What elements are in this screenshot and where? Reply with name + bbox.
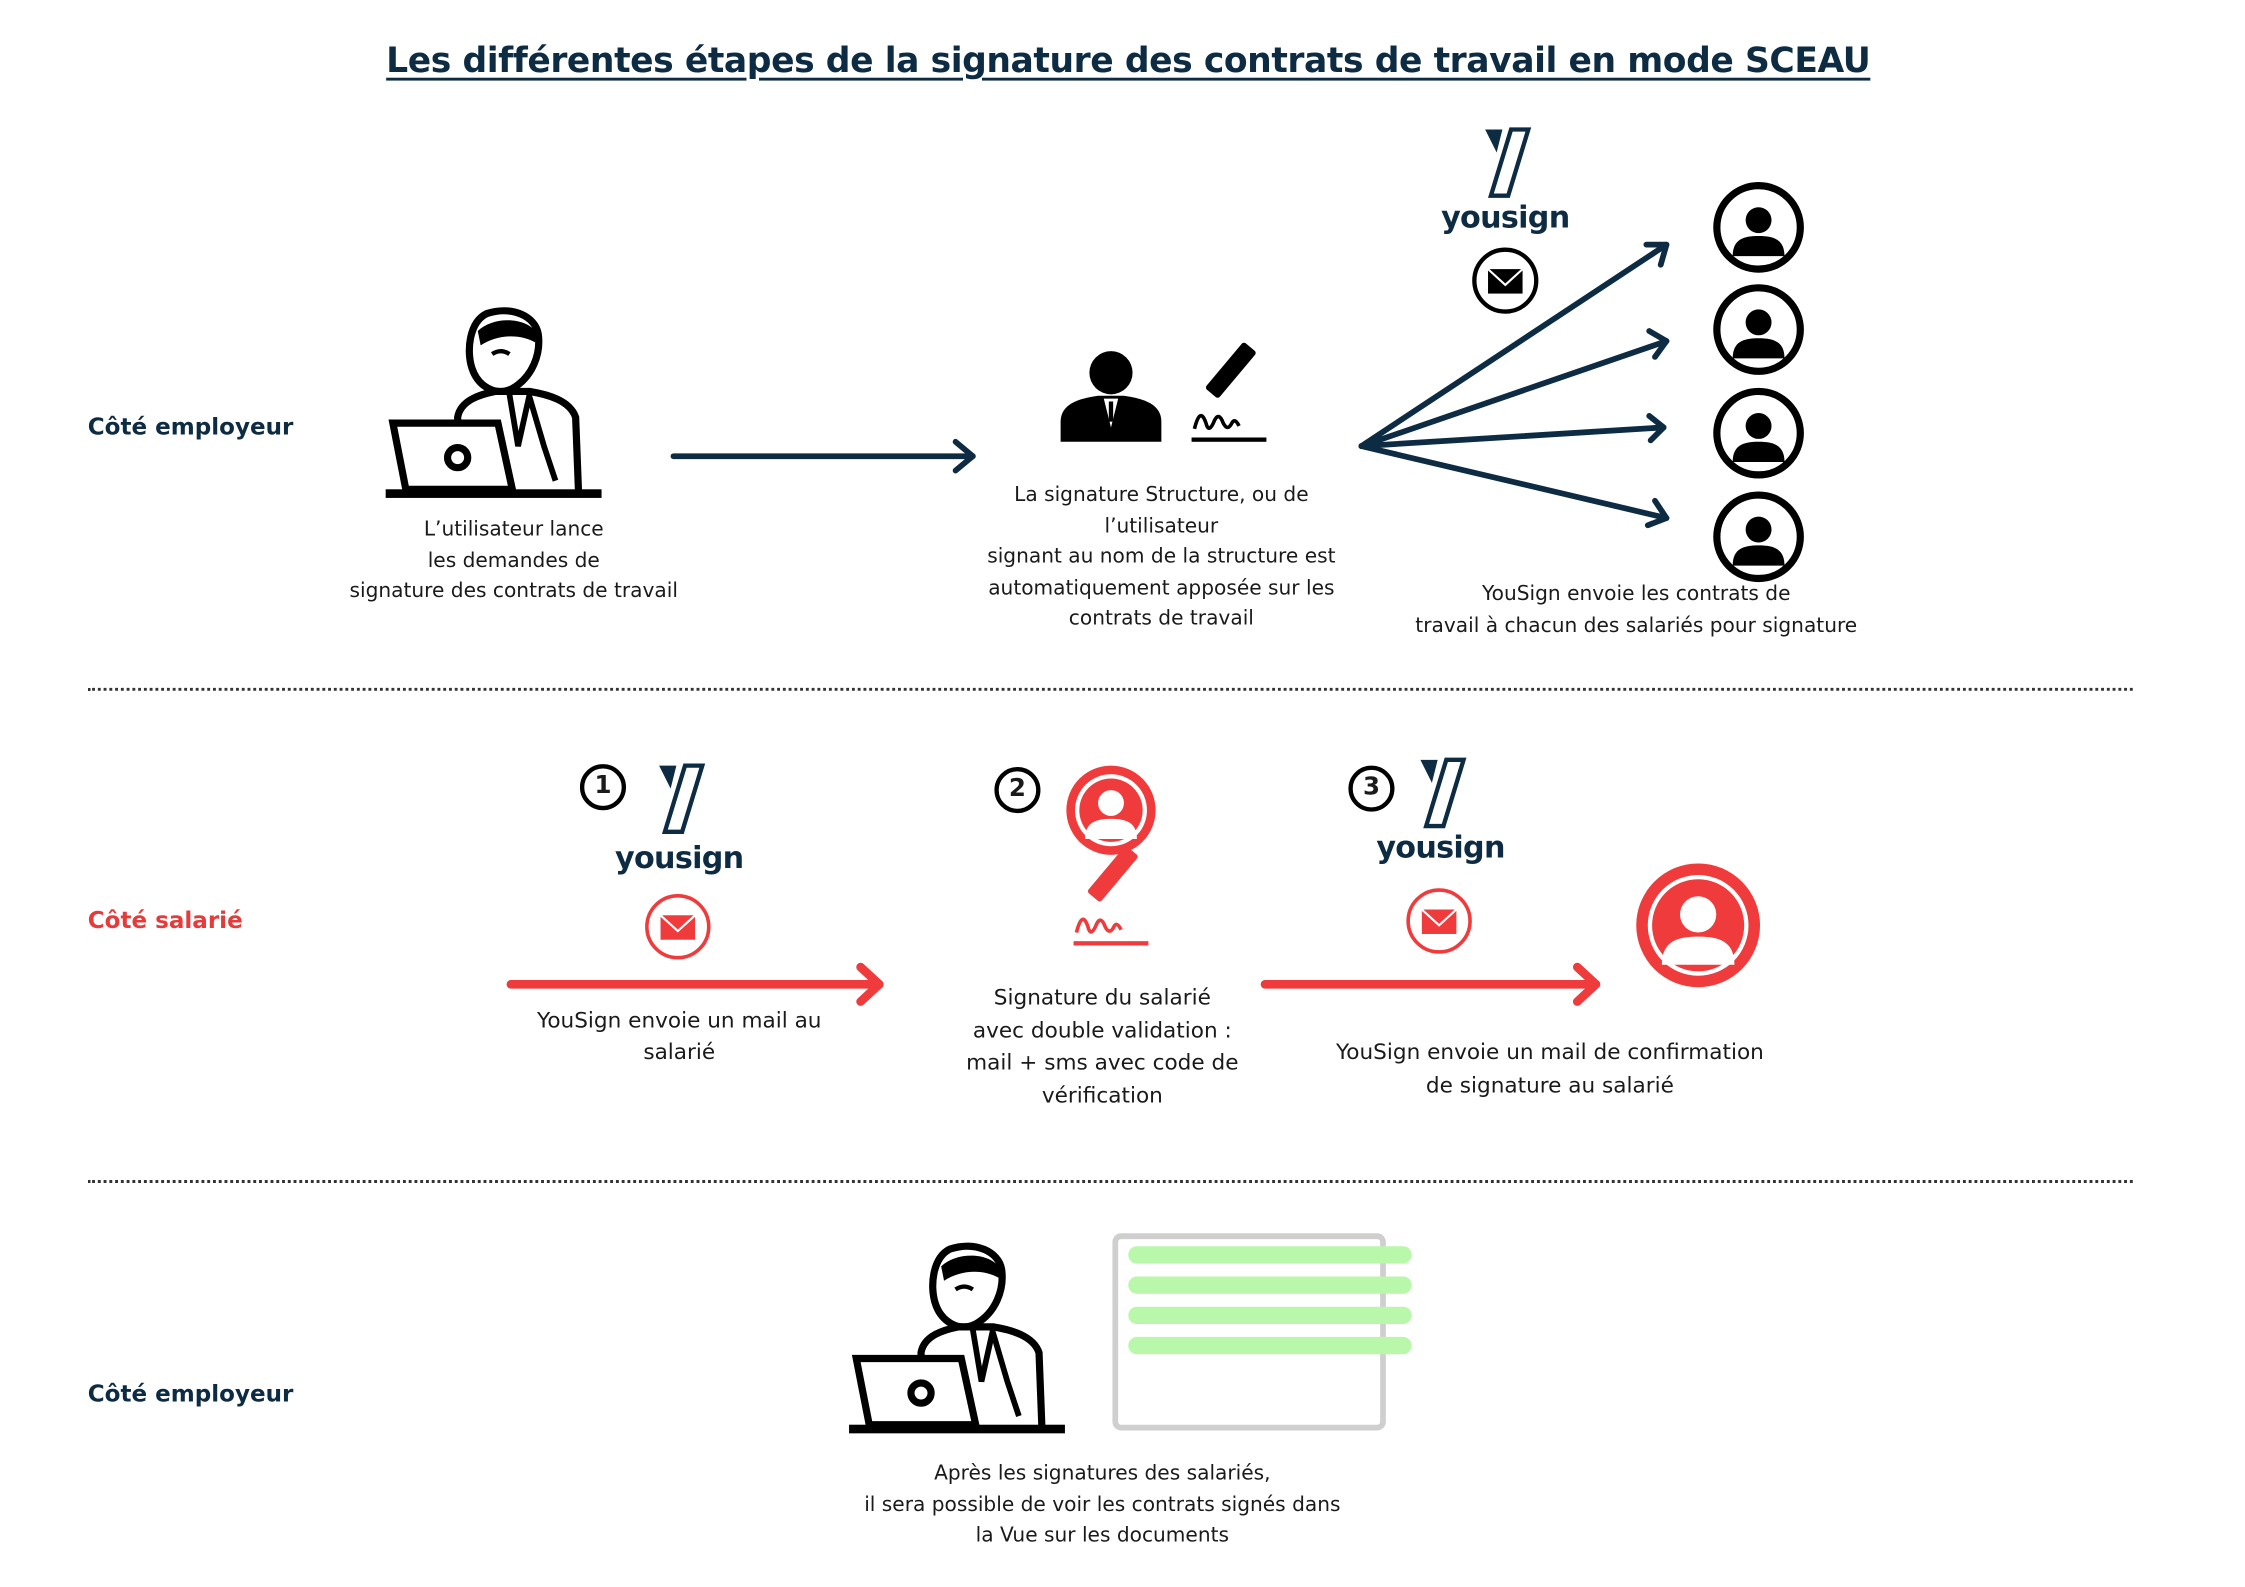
signature-pen-icon: [1189, 339, 1269, 444]
avatar-icon: [1713, 387, 1804, 479]
yousign-wordmark: yousign: [615, 840, 744, 875]
yousign-logo-icon: [659, 766, 705, 832]
yousign-logo-icon: [1420, 760, 1466, 826]
text-line: salarié: [643, 1039, 716, 1065]
step-number-badge: 2: [994, 767, 1041, 814]
step-structure-text: La signature Structure, ou de l’utilisat…: [945, 481, 1377, 636]
step-user-text: L’utilisateur lance les demandes de sign…: [298, 515, 730, 608]
text-line: l’utilisateur: [1104, 514, 1219, 538]
text-line: La signature Structure, ou de: [1014, 483, 1309, 507]
employee-laptop-icon: [849, 1238, 1065, 1435]
arrow-right-icon: [670, 438, 976, 474]
step-number-badge: 3: [1348, 765, 1395, 812]
step-number-badge: 1: [579, 764, 627, 811]
text-line: L’utilisateur lance: [423, 518, 604, 542]
signed-documents-icon: [1112, 1233, 1412, 1431]
text-line: YouSign envoie les contrats de: [1482, 582, 1791, 606]
mail-icon: [1406, 888, 1472, 954]
employee-avatar-red-icon: [1636, 863, 1761, 988]
text-line: les demandes de: [427, 549, 600, 573]
avatar-icon: [1713, 284, 1804, 375]
text-line: contrats de travail: [1068, 607, 1254, 631]
step3-text: YouSign envoie un mail de confirmation d…: [1291, 1036, 1809, 1101]
text-line: travail à chacun des salariés pour signa…: [1415, 613, 1858, 637]
step-number: 1: [594, 771, 612, 801]
red-arrow-icon: [506, 962, 1601, 1006]
final-step-text: Après les signatures des salariés, il se…: [815, 1459, 1391, 1552]
employee-avatars: [1713, 182, 1804, 583]
step-number: 3: [1362, 772, 1380, 802]
text-line: automatiquement apposée sur les: [988, 576, 1335, 600]
text-line: mail + sms avec code de: [966, 1049, 1239, 1076]
text-line: la Vue sur les documents: [975, 1524, 1230, 1548]
text-line: il sera possible de voir les contrats si…: [864, 1493, 1341, 1517]
employee-avatar-red-icon: [1066, 765, 1156, 855]
step-number: 2: [1008, 774, 1026, 804]
yousign-logo-icon: [1485, 130, 1531, 196]
text-line: Après les signatures des salariés,: [934, 1462, 1271, 1486]
divider: [87, 687, 2133, 691]
text-line: avec double validation :: [972, 1016, 1232, 1043]
text-line: YouSign envoie un mail au: [537, 1007, 822, 1034]
text-line: vérification: [1041, 1081, 1163, 1108]
section-label-employer: Côté employeur: [87, 1380, 294, 1408]
step1-text: YouSign envoie un mail au salarié: [463, 1004, 895, 1067]
avatar-icon: [1713, 182, 1804, 273]
mail-icon: [1472, 247, 1539, 314]
page-title: Les différentes étapes de la signature d…: [386, 40, 1871, 81]
step-send-text: YouSign envoie les contrats de travail à…: [1377, 580, 1895, 642]
text-line: signant au nom de la structure est: [987, 545, 1336, 569]
divider: [87, 1180, 2133, 1183]
mail-icon: [645, 894, 711, 960]
avatar-icon: [1713, 491, 1804, 583]
fan-arrows-icon: [1358, 241, 1670, 529]
text-line: Signature du salarié: [993, 984, 1211, 1011]
text-line: signature des contrats de travail: [349, 579, 678, 603]
text-line: YouSign envoie un mail de confirmation: [1335, 1039, 1764, 1065]
yousign-wordmark: yousign: [1376, 830, 1505, 865]
yousign-wordmark: yousign: [1441, 200, 1570, 235]
businessman-icon: [1060, 351, 1162, 442]
step2-text: Signature du salarié avec double validat…: [886, 981, 1318, 1111]
signature-pen-icon: [1071, 843, 1151, 948]
text-line: de signature au salarié: [1425, 1071, 1674, 1098]
section-label-employer: Côté employeur: [87, 413, 294, 441]
section-label-employee: Côté salarié: [87, 906, 243, 934]
